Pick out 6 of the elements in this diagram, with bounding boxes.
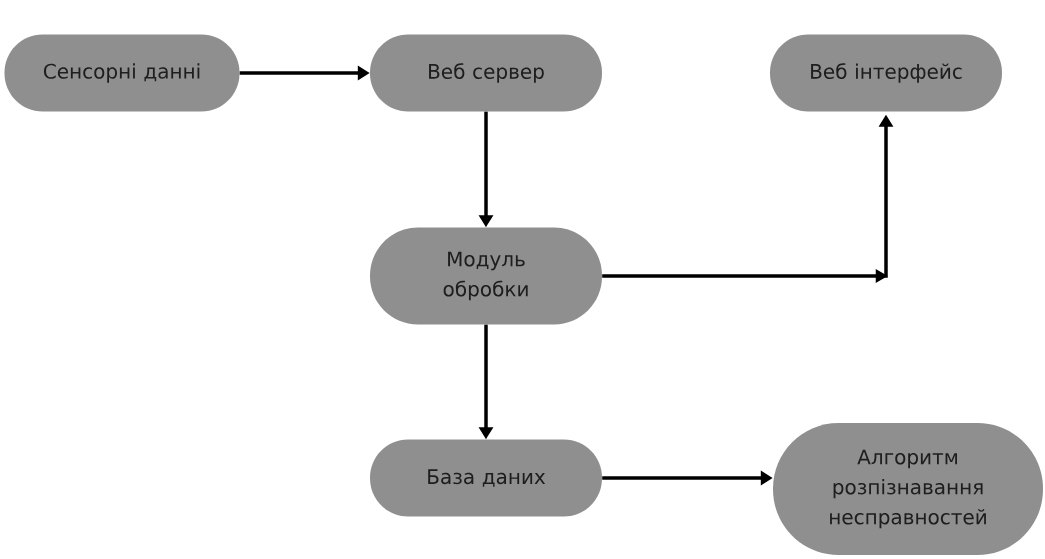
process-box: Веб інтерфейс: [770, 34, 1002, 112]
process-box: База даних: [370, 439, 602, 517]
process-box: Модуль обробки: [370, 227, 602, 325]
process-box: Сенсорні данні: [4, 34, 240, 112]
process-box: Алгоритм розпізнавання несправностей: [773, 423, 1043, 555]
process-box: Веб сервер: [370, 34, 602, 112]
